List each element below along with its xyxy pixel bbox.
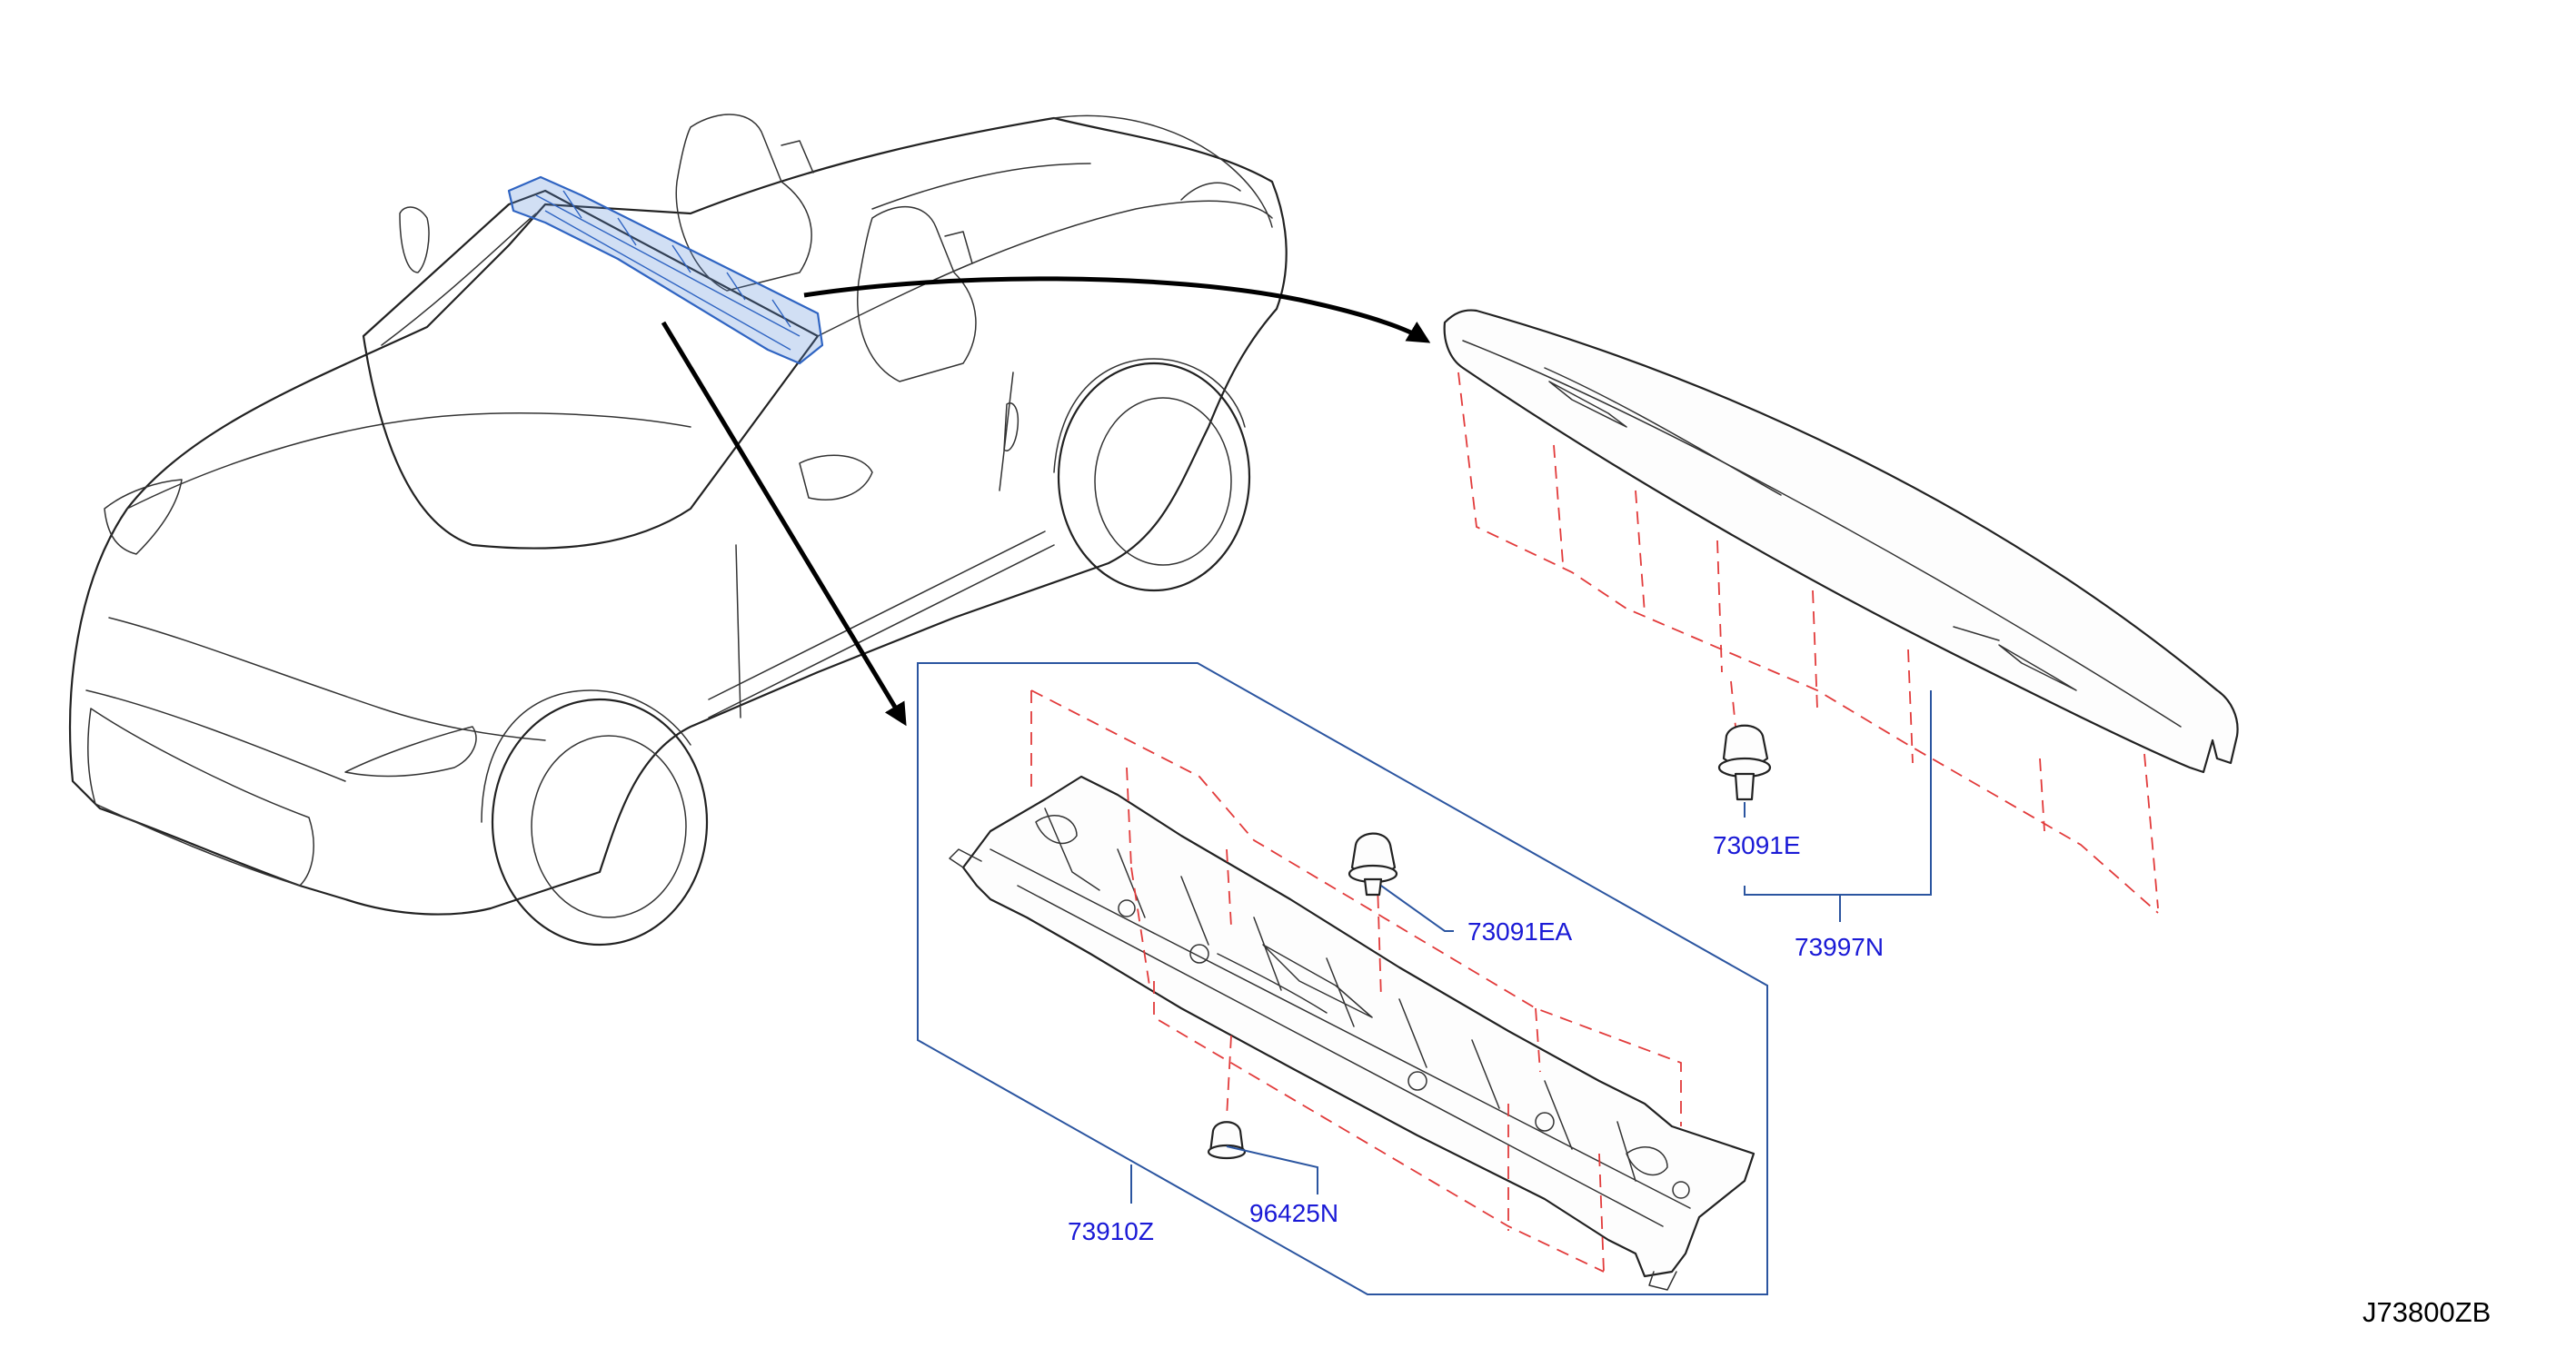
lower-leaders	[1130, 885, 1454, 1204]
clip-73091E-illustration	[1717, 724, 1772, 801]
part-label-73997N: 73997N	[1795, 933, 1884, 961]
upper-part-dashed-guides	[1457, 372, 2159, 914]
part-labels: 73091E 73997N 73091EA 73910Z 96425N J738…	[1068, 831, 2491, 1328]
part-73910Z-illustration	[949, 775, 1755, 1291]
part-label-73091EA: 73091EA	[1467, 917, 1573, 946]
lower-detail-frame	[917, 662, 1768, 1295]
upper-right-leaders	[1744, 690, 1932, 922]
part-label-96425N: 96425N	[1249, 1199, 1338, 1227]
part-73997N-illustration	[1443, 309, 2239, 774]
part-label-73910Z: 73910Z	[1068, 1217, 1154, 1245]
part-label-73091E: 73091E	[1713, 831, 1801, 859]
vehicle-illustration	[69, 114, 1288, 947]
clip-73091EA-illustration	[1348, 832, 1398, 897]
callout-arrows	[661, 276, 1431, 727]
diagram-code: J73800ZB	[2362, 1296, 2491, 1328]
grommet-96425N-illustration	[1207, 1121, 1247, 1160]
